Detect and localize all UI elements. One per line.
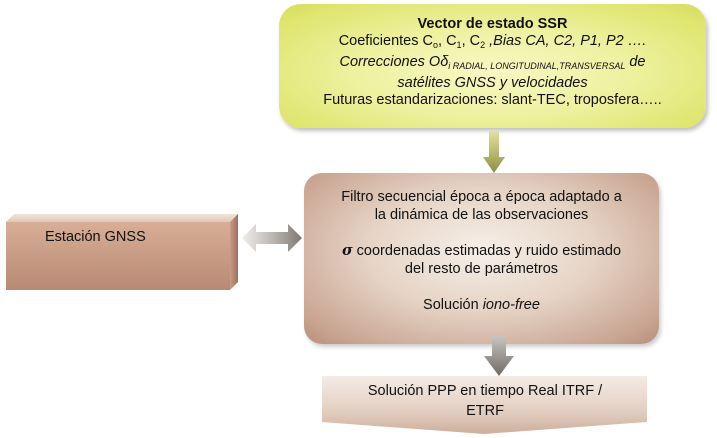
corr-suffix: de bbox=[625, 54, 646, 70]
filter-spacer-2 bbox=[304, 278, 659, 296]
coef-prefix: Coeficientes C bbox=[338, 33, 433, 49]
coef-sub1: 1 bbox=[456, 40, 462, 50]
coef-c1: , C bbox=[438, 33, 457, 49]
gnss-station-label: Estación GNSS bbox=[45, 229, 146, 245]
filter-spacer bbox=[304, 224, 659, 242]
filter-line-2: la dinámica de las observaciones bbox=[374, 207, 589, 223]
sigma-symbol: σ bbox=[341, 242, 353, 259]
solution-prefix: Solución bbox=[423, 297, 483, 313]
filter-line-1: Filtro secuencial época a época adaptado… bbox=[341, 189, 622, 205]
coef-sub2: 2 bbox=[480, 40, 486, 50]
filter-sigma-line: σ coordenadas estimadas y ruido estimado bbox=[304, 242, 659, 260]
solution-iono-free: iono-free bbox=[482, 297, 540, 313]
coef-c2: , C bbox=[461, 33, 481, 49]
corr-i: i bbox=[448, 61, 451, 71]
filter-line-4: del resto de parámetros bbox=[404, 261, 559, 277]
ssr-satellites-line: satélites GNSS y velocidades bbox=[397, 75, 588, 91]
filter-solution-line: Solución iono-free bbox=[304, 296, 659, 314]
ppp-solution-text: Solución PPP en tiempo Real ITRF / ETRF bbox=[335, 381, 635, 421]
ssr-box-title: Vector de estado SSR bbox=[417, 16, 568, 32]
ssr-state-vector-box: Vector de estado SSR Coeficientes Co, C1… bbox=[279, 4, 706, 128]
ssr-coefficients-line: Coeficientes Co, C1, C2 ,Bias CA, C2, P1… bbox=[279, 33, 706, 54]
ssr-future-line: Futuras estandarizaciones: slant-TEC, tr… bbox=[323, 92, 662, 108]
down-arrow-icon bbox=[483, 131, 505, 173]
corr-prefix: Correcciones Oδ bbox=[339, 54, 449, 70]
gnss-station-box bbox=[6, 214, 238, 290]
double-arrow-icon bbox=[242, 224, 302, 252]
down-arrow-icon bbox=[484, 336, 514, 376]
coef-sub0: o bbox=[433, 40, 439, 50]
sequential-filter-box: Filtro secuencial época a época adaptado… bbox=[304, 173, 659, 344]
ppp-solution-box bbox=[322, 376, 647, 434]
corr-components: RADIAL, LONGITUDINAL,TRANSVERSAL bbox=[450, 61, 626, 71]
filter-line-3: coordenadas estimadas y ruido estimado bbox=[352, 243, 622, 259]
solution-line-2: ETRF bbox=[466, 403, 504, 419]
solution-line-1: Solución PPP en tiempo Real ITRF / bbox=[367, 383, 603, 399]
ssr-corrections-line: Correcciones Oδi RADIAL, LONGITUDINAL,TR… bbox=[279, 54, 706, 75]
coef-bias: ,Bias CA, C2, P1, P2 …. bbox=[485, 33, 647, 49]
